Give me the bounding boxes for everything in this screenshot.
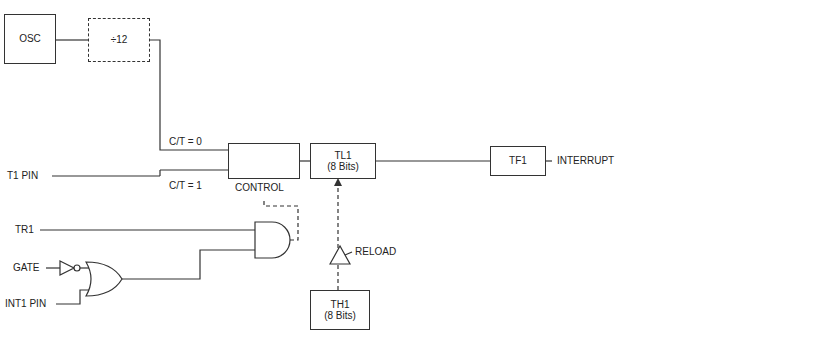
node-text: TF1	[509, 155, 527, 167]
or-gate	[86, 262, 122, 296]
control-line	[264, 200, 298, 240]
divider-box: ÷12	[88, 18, 150, 62]
signal-name: TR1	[14, 224, 35, 235]
register-box: TL1(8 Bits)	[310, 143, 376, 179]
flag-box: TF1	[490, 146, 546, 176]
connector	[376, 160, 490, 161]
contact	[159, 170, 160, 176]
signal-name: GATE	[12, 262, 40, 273]
register-box: TH1(8 Bits)	[310, 290, 370, 330]
pin-name: INT1 PIN	[4, 298, 47, 309]
connector	[337, 179, 338, 290]
pin-name: T1 PIN	[6, 170, 39, 181]
wire	[52, 175, 160, 176]
signal-name: INTERRUPT	[556, 155, 615, 166]
signal-name: RELOAD	[354, 246, 397, 257]
wire	[345, 252, 352, 255]
node-text: (8 Bits)	[324, 310, 356, 322]
inverter	[60, 261, 74, 275]
wire	[56, 290, 90, 304]
node-text: TH1	[331, 299, 350, 311]
connector	[300, 160, 310, 161]
wire	[40, 229, 255, 230]
node-text: ÷12	[111, 34, 128, 46]
control-switch: CONTROL	[228, 143, 300, 179]
node-text: OSC	[19, 33, 41, 45]
signal-name: C/T = 1	[168, 180, 203, 191]
node-text: CONTROL	[235, 182, 284, 194]
wire	[160, 169, 228, 170]
signal-name: C/T = 0	[168, 136, 203, 147]
oscillator-box: OSC	[4, 14, 56, 64]
connector	[150, 40, 228, 150]
reload-buffer	[330, 246, 350, 264]
wire	[46, 267, 60, 268]
and-gate	[255, 222, 290, 258]
wire	[122, 250, 255, 279]
inverter-bubble	[74, 265, 80, 271]
node-text: (8 Bits)	[327, 161, 359, 173]
node-text: TL1	[334, 150, 351, 162]
wire	[546, 160, 552, 161]
connector	[56, 39, 88, 40]
